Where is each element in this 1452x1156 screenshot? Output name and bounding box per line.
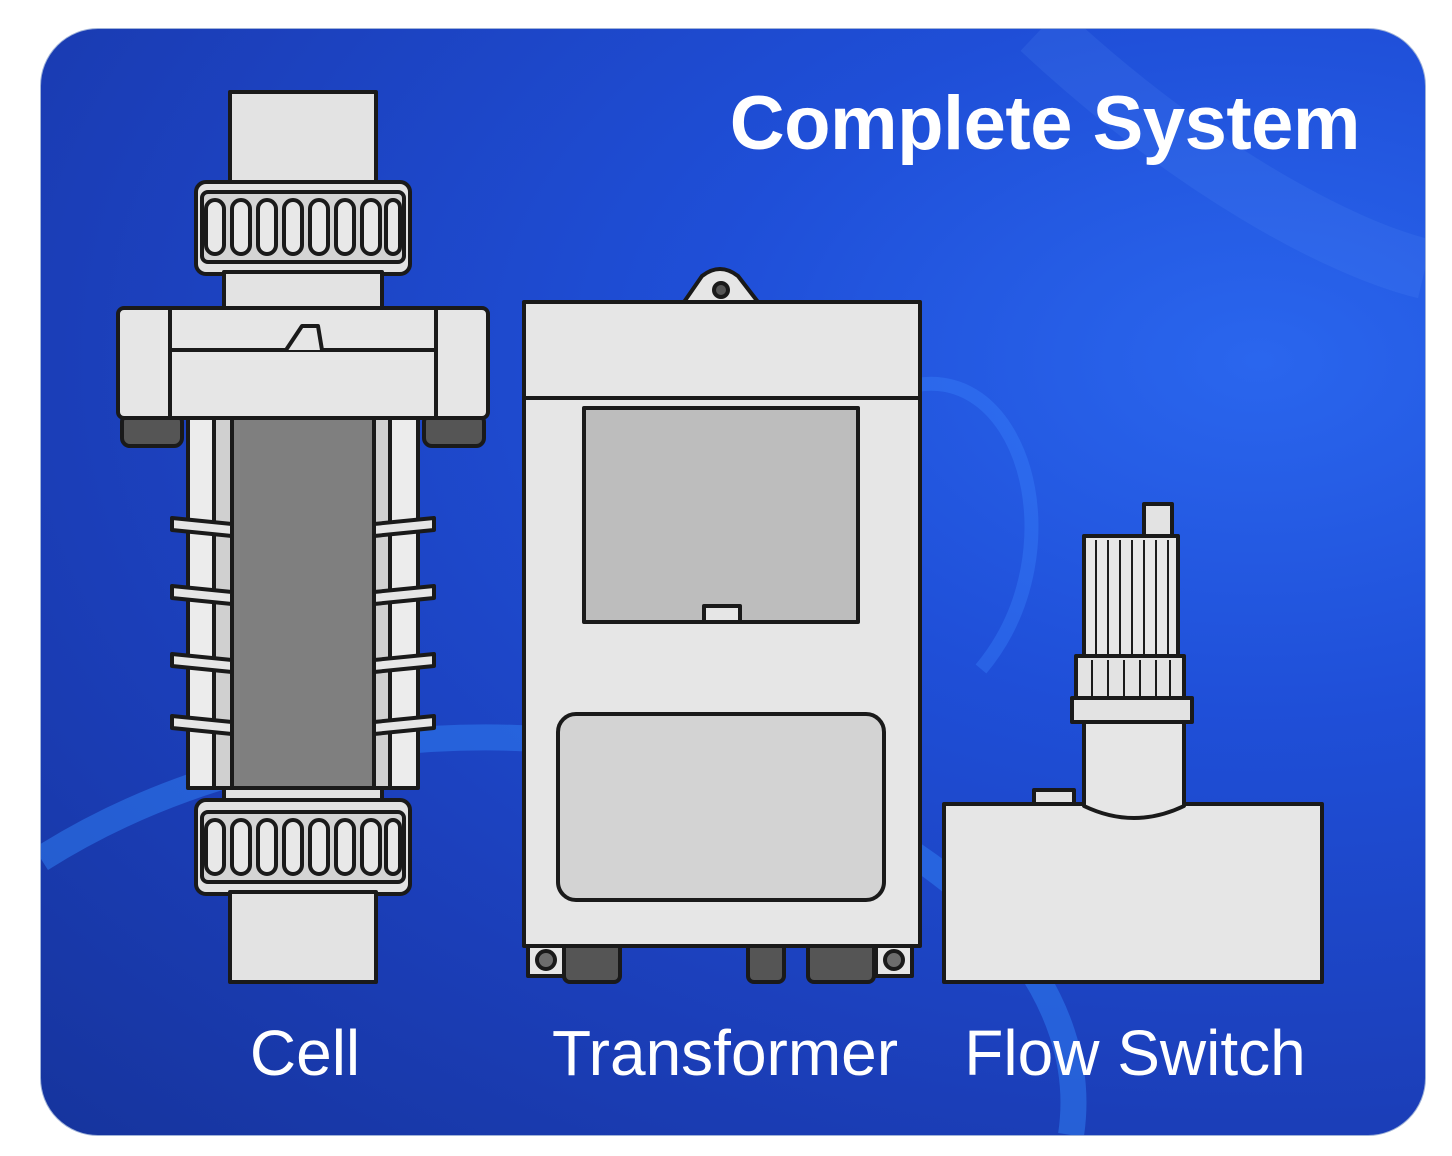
flow-switch-label: Flow Switch bbox=[964, 1017, 1306, 1089]
cell-label: Cell bbox=[249, 1017, 361, 1089]
diagram-title: Complete System bbox=[729, 81, 1361, 166]
transformer-label: Transformer bbox=[551, 1017, 899, 1089]
flow-switch-device bbox=[942, 502, 1324, 984]
transformer-device bbox=[522, 267, 922, 984]
cell-device bbox=[116, 90, 490, 984]
